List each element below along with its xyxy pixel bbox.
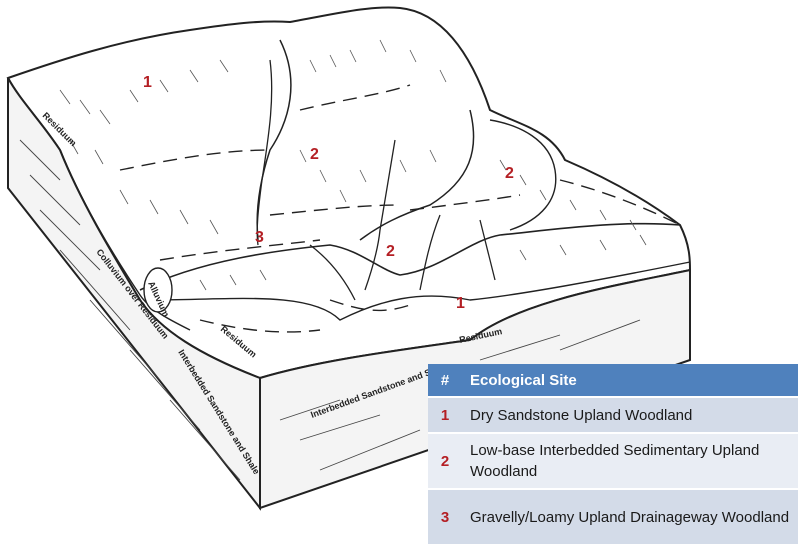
slope-hatching: [59, 39, 647, 291]
ridge-outline-left: [256, 39, 292, 241]
legend-header-number: #: [428, 364, 462, 397]
legend-row-label: Dry Sandstone Upland Woodland: [462, 396, 798, 433]
legend-row: 1 Dry Sandstone Upland Woodland: [428, 396, 798, 433]
legend-row-number: 1: [428, 396, 462, 433]
legend-row-label: Gravelly/Loamy Upland Drainageway Woodla…: [462, 488, 798, 544]
drainage-channels: [256, 59, 496, 301]
strata-marks: [19, 139, 641, 481]
site-label-3: 3: [255, 229, 264, 246]
legend-header-row: # Ecological Site: [428, 364, 798, 397]
soil-boundary-dashes: [119, 84, 681, 333]
hill-outline-right: [489, 119, 557, 231]
site-label-2-right: 2: [505, 165, 514, 182]
site-label-2-ridge: 2: [310, 146, 319, 163]
block-front-face: [7, 77, 261, 511]
legend-row-number: 3: [428, 488, 462, 544]
alluvium-patch: [143, 267, 173, 313]
legend-row-label: Low-base Interbedded Sedimentary Upland …: [462, 432, 798, 489]
site-label-1-upper: 1: [143, 74, 152, 91]
site-label-1-lower: 1: [456, 295, 465, 312]
legend-row: 3 Gravelly/Loamy Upland Drainageway Wood…: [428, 488, 798, 544]
valley-floor-outline: [139, 222, 681, 291]
colluvium-band: [59, 149, 191, 331]
legend-row-number: 2: [428, 432, 462, 489]
legend-row: 2 Low-base Interbedded Sedimentary Uplan…: [428, 432, 798, 489]
site-label-2-valley: 2: [386, 243, 395, 260]
legend-header-label: Ecological Site: [462, 364, 798, 397]
valley-lower-edge: [149, 261, 691, 321]
ecological-site-legend: # Ecological Site 1 Dry Sandstone Upland…: [428, 364, 798, 544]
